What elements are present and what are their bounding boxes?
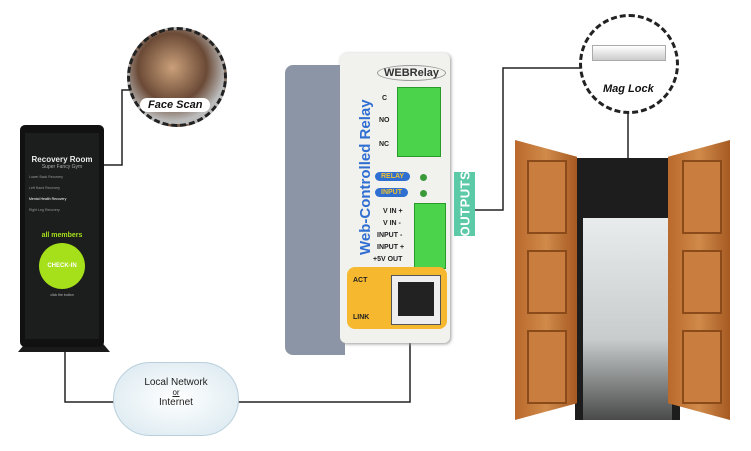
terminal-label: V IN + xyxy=(383,208,403,215)
network-cloud: Local Network or Internet xyxy=(113,362,239,436)
terminal-label: C xyxy=(382,95,388,102)
screen-subtitle: Super Fancy Gym xyxy=(41,164,83,170)
mag-lock-image xyxy=(579,14,679,114)
terminal-label: INPUT - xyxy=(377,232,403,239)
checkin-tablet: Recovery Room Super Fancy Gym Lower Back… xyxy=(20,125,104,347)
left-door xyxy=(515,140,577,420)
relay-indicator: RELAY xyxy=(375,172,411,181)
outputs-label: OUTPUTS xyxy=(454,170,475,237)
right-door xyxy=(668,140,730,420)
list-item: Right Leg Recovery xyxy=(29,208,60,212)
relay-terminal-block xyxy=(397,87,441,157)
checkin-button[interactable]: CHECK-IN xyxy=(39,243,85,289)
outputs-lock-wire xyxy=(475,67,582,211)
gym-doorway xyxy=(575,158,680,420)
hint-text: click the button xyxy=(50,293,74,297)
terminal-label: NC xyxy=(379,141,390,148)
terminal-label: NO xyxy=(379,117,390,124)
mag-lock-label: Mag Lock xyxy=(595,82,662,96)
list-item: Left Hand Recovery xyxy=(29,186,60,190)
ethernet-port[interactable] xyxy=(391,275,441,325)
tablet-facescan-wire xyxy=(104,89,132,166)
list-item: Lower Back Recovery xyxy=(29,175,64,179)
screen-title: Recovery Room xyxy=(31,155,93,164)
members-label: all members xyxy=(41,232,83,239)
cloud-line2: or xyxy=(172,388,180,397)
input-indicator: INPUT xyxy=(375,188,408,197)
face-scan-label: Face Scan xyxy=(140,98,211,112)
outputs-text: OUTPUTS xyxy=(457,170,473,237)
tablet-screen: Recovery Room Super Fancy Gym Lower Back… xyxy=(25,133,99,339)
input-terminal-block xyxy=(414,203,446,269)
brand-logo: WEBRelay xyxy=(377,65,447,81)
terminal-label: +5V OUT xyxy=(373,256,403,263)
face-scan-image xyxy=(127,27,227,127)
terminal-label: INPUT + xyxy=(377,244,405,251)
act-label: ACT xyxy=(353,277,368,284)
input-led xyxy=(420,190,427,197)
tablet-network-wire xyxy=(64,347,120,403)
network-relay-wire xyxy=(236,325,411,403)
terminal-label: V IN - xyxy=(383,220,401,227)
cloud-line1: Local Network xyxy=(144,377,208,388)
web-relay-device: WEBRelay Web-Controlled Relay C NO NC RE… xyxy=(285,45,455,355)
link-label: LINK xyxy=(353,314,370,321)
list-item: Mental Health Recovery xyxy=(29,197,67,201)
device-title: Web-Controlled Relay xyxy=(357,99,374,255)
cloud-line3: Internet xyxy=(159,397,193,408)
relay-led xyxy=(420,174,427,181)
ethernet-panel: ACT LINK xyxy=(347,267,447,329)
